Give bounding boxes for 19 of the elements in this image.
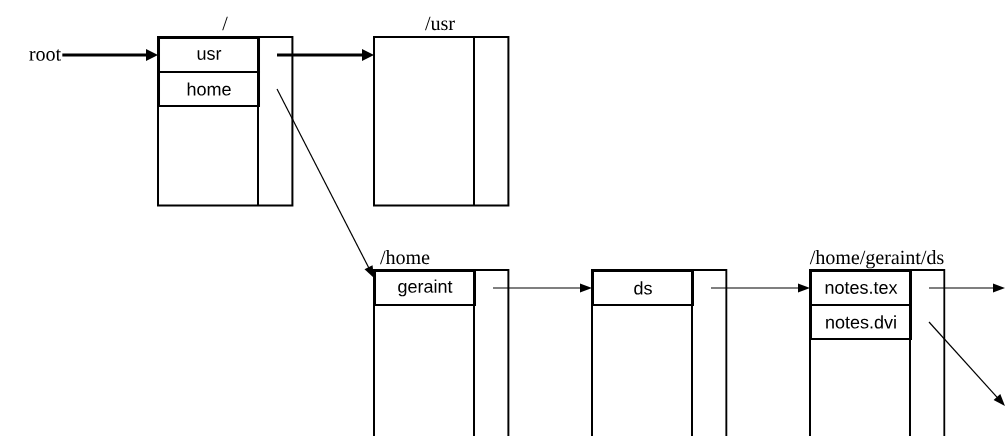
directory-entry: usr [158, 37, 260, 73]
arrow [276, 88, 374, 278]
directory-name: /home [380, 250, 430, 265]
directory-table [591, 269, 728, 436]
arrow [928, 321, 1005, 406]
directory-entry: notes.tex [810, 270, 912, 306]
directory-entry: geraint [374, 270, 476, 306]
arrow [62, 49, 158, 61]
arrow [710, 283, 810, 293]
directory-name: /home/geraint/ds [809, 250, 944, 269]
arrow [928, 283, 1005, 293]
directory-name: /usr [425, 16, 455, 31]
arrow [492, 283, 592, 293]
pointer-name: root [29, 49, 61, 61]
arrow [277, 49, 374, 61]
directory-entry: home [158, 71, 260, 107]
directory-name: / [222, 16, 228, 31]
directory-entry: ds [592, 270, 694, 306]
directory-entry: notes.dvi [810, 304, 912, 340]
